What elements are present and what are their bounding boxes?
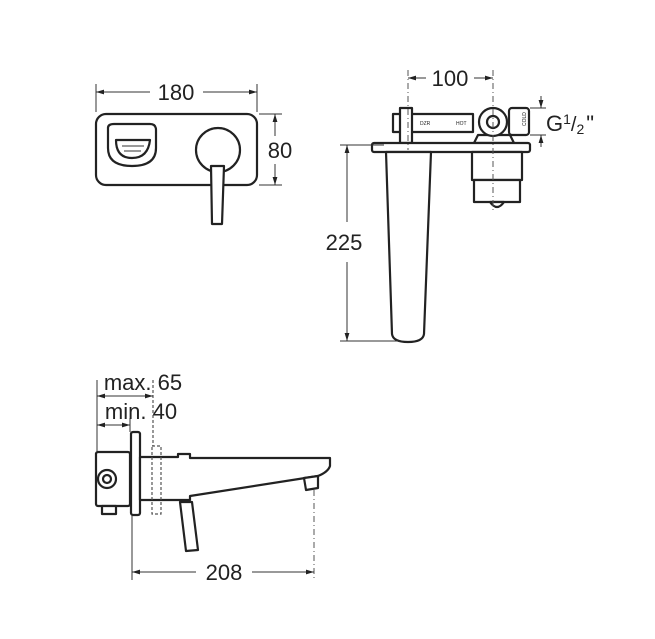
svg-text:G1/2": G1/2" bbox=[546, 111, 594, 137]
wall-plate-top bbox=[129, 430, 142, 517]
outlet-opening bbox=[106, 122, 158, 168]
width-dimension: 180 bbox=[158, 80, 195, 105]
dzr-marking: DZR bbox=[420, 121, 431, 127]
cartridge-cap bbox=[472, 178, 522, 204]
depth-dimension: 225 bbox=[326, 230, 363, 255]
aerator bbox=[302, 474, 320, 492]
bar-bracket bbox=[398, 106, 414, 145]
max-depth-dimension: max. 65 bbox=[104, 370, 182, 395]
cold-inlet bbox=[507, 106, 531, 137]
spout-top bbox=[138, 452, 332, 502]
projection-dimension: 208 bbox=[206, 560, 243, 585]
thread-dimension: G1/2" bbox=[546, 111, 594, 137]
side-view: DZR HOT COLD 100 225 G1/2" bbox=[326, 66, 594, 344]
lever-top bbox=[178, 500, 200, 553]
min-depth-dimension: min. 40 bbox=[105, 399, 177, 424]
offset-dimension: 100 bbox=[432, 66, 469, 91]
height-dimension: 80 bbox=[268, 138, 292, 163]
wall-thickness-indicator bbox=[151, 445, 162, 515]
spout-side bbox=[384, 150, 433, 344]
top-view: max. 65 min. 40 208 bbox=[94, 370, 332, 585]
valve-connection bbox=[96, 468, 118, 490]
cold-marking: COLD bbox=[522, 112, 528, 126]
wall-plate-side bbox=[370, 141, 532, 154]
front-view: 180 80 bbox=[94, 80, 292, 226]
cartridge-housing bbox=[470, 150, 524, 182]
body-nub bbox=[100, 504, 118, 516]
lever-handle bbox=[209, 164, 226, 226]
hot-marking: HOT bbox=[456, 121, 467, 127]
